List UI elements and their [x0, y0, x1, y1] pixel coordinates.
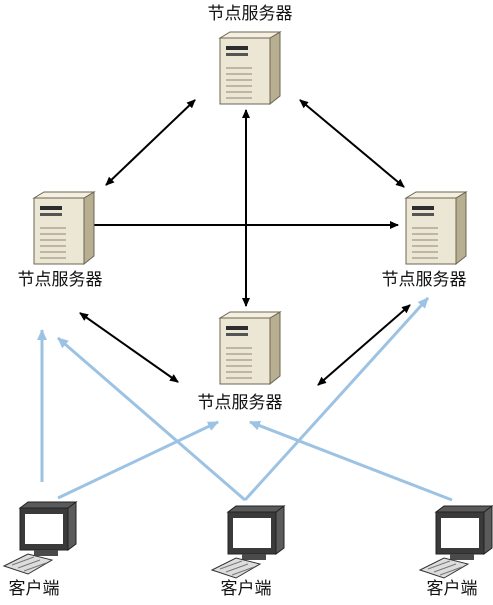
- link-server-left-server-center: [79, 312, 179, 383]
- client-left-label: 客户端: [9, 579, 60, 599]
- server-left: 节点服务器: [18, 191, 103, 290]
- link-server-right-server-center: [317, 304, 411, 386]
- server-left-label: 节点服务器: [18, 270, 103, 290]
- server-tower-icon: [405, 191, 467, 265]
- server-top: 节点服务器: [208, 4, 293, 105]
- server-tower-icon: [219, 311, 281, 385]
- client-left: 客户端: [3, 501, 77, 599]
- desktop-computer-icon: [211, 505, 285, 579]
- server-tower-icon: [33, 191, 95, 265]
- server-tower-icon: [219, 31, 281, 105]
- server-right-label: 节点服务器: [382, 270, 467, 290]
- client-mid: 客户端: [211, 505, 285, 599]
- server-links: [79, 99, 411, 386]
- server-center: 节点服务器: [198, 311, 283, 413]
- server-center-label: 节点服务器: [198, 393, 283, 413]
- server-top-label: 节点服务器: [208, 4, 293, 24]
- server-right: 节点服务器: [382, 191, 467, 290]
- client-right-label: 客户端: [427, 579, 478, 599]
- link-server-top-server-right: [299, 99, 405, 188]
- desktop-computer-icon: [3, 501, 77, 575]
- client-mid-label: 客户端: [221, 579, 272, 599]
- link-client-left-to-server-center: [57, 420, 219, 500]
- desktop-computer-icon: [419, 505, 493, 579]
- link-client-right-to-server-center: [249, 420, 453, 502]
- client-right: 客户端: [419, 505, 493, 599]
- link-server-top-server-left: [105, 99, 196, 186]
